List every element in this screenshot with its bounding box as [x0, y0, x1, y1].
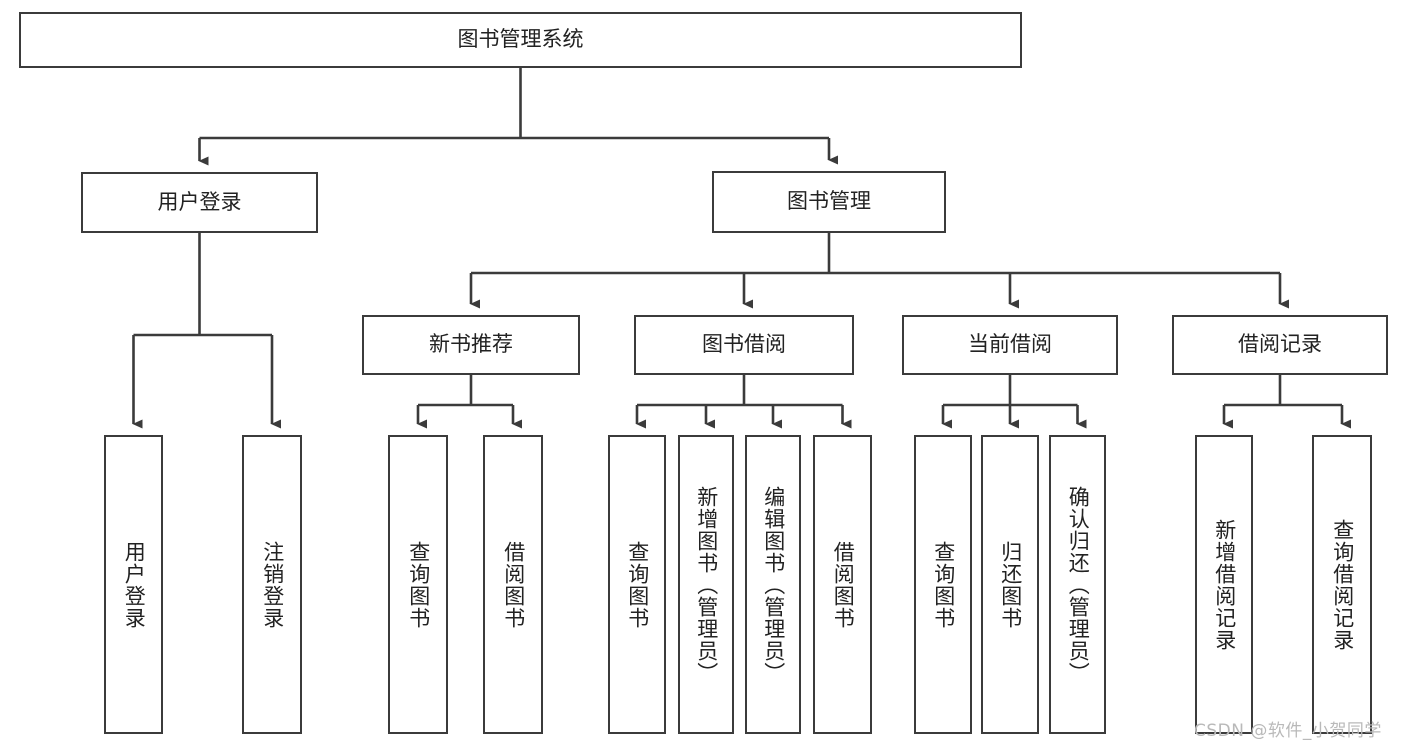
- leaf-borrow-book-recommend[interactable]: 借阅图书: [483, 435, 543, 734]
- leaf-add-borrow-record[interactable]: 新增借阅记录: [1195, 435, 1253, 734]
- node-user-login[interactable]: 用户登录: [81, 172, 318, 233]
- node-book-borrow[interactable]: 图书借阅: [634, 315, 854, 375]
- leaf-query-borrow-record[interactable]: 查询借阅记录: [1312, 435, 1372, 734]
- leaf-query-book-borrow[interactable]: 查询图书: [608, 435, 666, 734]
- leaf-logout[interactable]: 注销登录: [242, 435, 302, 734]
- watermark-text: CSDN @软件_小贺同学: [1194, 721, 1382, 741]
- node-new-book-recommend[interactable]: 新书推荐: [362, 315, 580, 375]
- node-borrow-record[interactable]: 借阅记录: [1172, 315, 1388, 375]
- leaf-user-login[interactable]: 用户登录: [104, 435, 163, 734]
- leaf-confirm-return-admin[interactable]: 确认归还（管理员）: [1049, 435, 1106, 734]
- leaf-edit-book-admin[interactable]: 编辑图书（管理员）: [745, 435, 801, 734]
- node-current-borrow[interactable]: 当前借阅: [902, 315, 1118, 375]
- node-root[interactable]: 图书管理系统: [19, 12, 1022, 68]
- node-book-manage[interactable]: 图书管理: [712, 171, 946, 233]
- leaf-add-book-admin[interactable]: 新增图书（管理员）: [678, 435, 734, 734]
- leaf-query-book-recommend[interactable]: 查询图书: [388, 435, 448, 734]
- leaf-query-book-current[interactable]: 查询图书: [914, 435, 972, 734]
- leaf-borrow-book-borrow[interactable]: 借阅图书: [813, 435, 872, 734]
- leaf-return-book[interactable]: 归还图书: [981, 435, 1039, 734]
